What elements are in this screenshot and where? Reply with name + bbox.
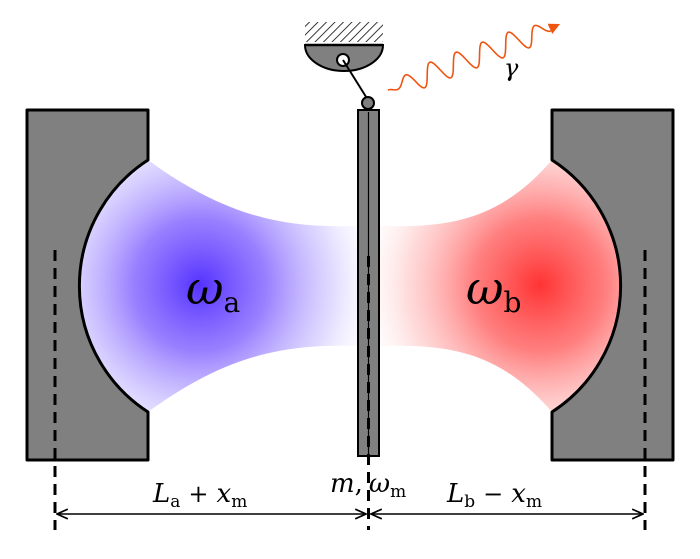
label-length-a: La+xm bbox=[152, 479, 247, 512]
label-length-b: Lb−xm bbox=[446, 479, 542, 512]
cavity-mode-b bbox=[380, 160, 621, 412]
right-mirror bbox=[550, 108, 675, 462]
pendulum-arm bbox=[342, 59, 369, 101]
left-mirror bbox=[25, 108, 150, 462]
label-membrane: m,ωm bbox=[330, 469, 406, 502]
label-gamma: γ bbox=[504, 54, 519, 82]
label-omega-b: ωb bbox=[466, 261, 521, 319]
pendulum-bob bbox=[361, 96, 375, 110]
membrane-support bbox=[303, 22, 385, 110]
label-omega-a: ωa bbox=[186, 261, 240, 319]
photon-arrow bbox=[387, 23, 561, 91]
support-hatch bbox=[305, 22, 383, 42]
cavity-mode-a bbox=[79, 160, 359, 412]
